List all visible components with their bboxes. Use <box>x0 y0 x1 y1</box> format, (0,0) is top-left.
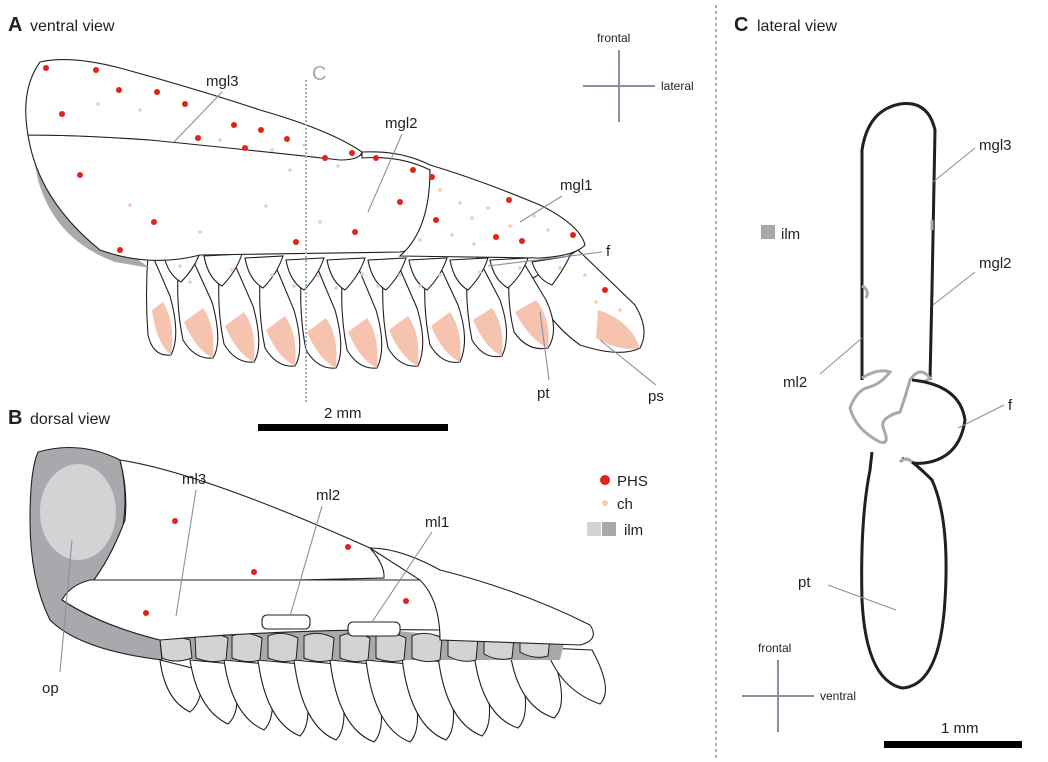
legend-ch-dot <box>602 500 608 506</box>
label-a-mgl2: mgl2 <box>385 115 418 132</box>
panel-c-pecten-tooth <box>862 452 946 688</box>
panel-a-title: ventral view <box>30 18 115 35</box>
orient-c-horizontal: ventral <box>820 689 856 703</box>
panel-b-window-1 <box>262 615 310 629</box>
panel-c-letter: C <box>734 14 748 36</box>
legend-ch-label: ch <box>617 496 633 513</box>
legend-phs-dot <box>600 475 610 485</box>
legend-ilm-swatch-light <box>587 522 601 536</box>
legend-phs-label: PHS <box>617 473 648 490</box>
panel-b-title: dorsal view <box>30 411 110 428</box>
orient-a-vertical: frontal <box>597 31 630 45</box>
label-c-mgl2: mgl2 <box>979 255 1012 272</box>
label-b-ml2: ml2 <box>316 487 340 504</box>
scalebar-c-bar <box>884 741 1022 748</box>
label-a-f: f <box>606 243 611 260</box>
panel-b-letter: B <box>8 407 22 429</box>
panel-b-window-2 <box>348 622 400 636</box>
orient-c-vertical: frontal <box>758 641 791 655</box>
legend-c-ilm-label: ilm <box>781 226 800 243</box>
label-c-mgl3: mgl3 <box>979 137 1012 154</box>
label-c-f: f <box>1008 397 1013 414</box>
label-c-ml2: ml2 <box>783 374 807 391</box>
panel-c-upper-blade <box>862 104 935 380</box>
label-b-ml3: ml3 <box>182 471 206 488</box>
label-b-ml1: ml1 <box>425 514 449 531</box>
panel-c-title: lateral view <box>757 18 837 35</box>
panel-a-letter: A <box>8 14 22 36</box>
panel-b-pectines <box>160 648 605 742</box>
legend-ilm-swatch-dark <box>602 522 616 536</box>
panel-b-ml3 <box>90 460 384 585</box>
orientation-cross-a <box>583 50 655 122</box>
leader-c-ml2 <box>820 338 862 374</box>
scalebar-a-label: 2 mm <box>324 405 362 422</box>
label-a-pt: pt <box>537 385 550 402</box>
label-c-pt: pt <box>798 574 811 591</box>
orientation-cross-c <box>742 660 814 732</box>
label-b-op: op <box>42 680 59 697</box>
label-a-mgl1: mgl1 <box>560 177 593 194</box>
scalebar-c-label: 1 mm <box>941 720 979 737</box>
leader-c-mgl3 <box>933 148 975 182</box>
panel-c: C lateral view ilm mgl3 mgl2 ml2 f pt <box>734 14 1022 748</box>
legend-c-ilm-swatch <box>761 225 775 239</box>
scalebar-a-bar <box>258 424 448 431</box>
panel-b-operculum-light <box>40 464 116 560</box>
label-a-mgl3: mgl3 <box>206 73 239 90</box>
leader-c-mgl2 <box>933 272 975 305</box>
panel-c-fulcrum <box>902 380 965 463</box>
section-marker-label: C <box>312 63 326 85</box>
orient-a-horizontal: lateral <box>661 79 694 93</box>
panel-a: A ventral view <box>8 14 694 431</box>
legend-ilm-label: ilm <box>624 522 643 539</box>
panel-b: B dorsal view <box>8 407 648 742</box>
label-a-ps: ps <box>648 388 664 405</box>
panel-b-legend: PHS ch ilm <box>587 473 648 539</box>
